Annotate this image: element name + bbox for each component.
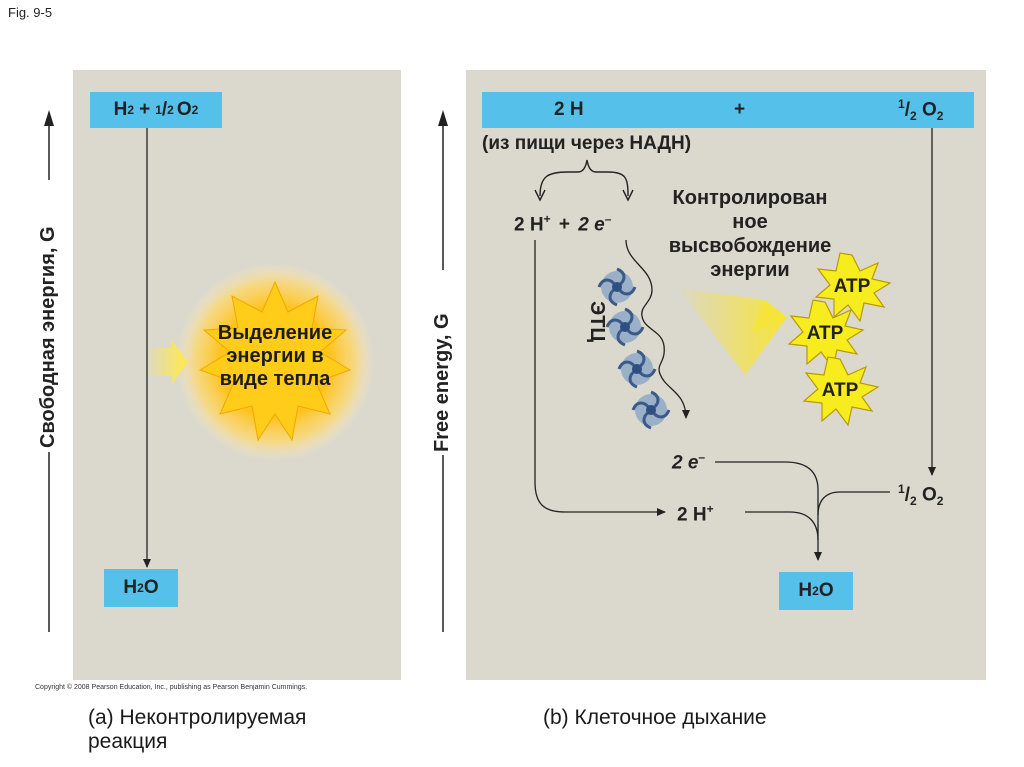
plus-sign: + (139, 99, 150, 121)
fraction-denominator: 2 (910, 494, 917, 508)
controlled-release-label: Контролирован ное высвобождение энергии (640, 186, 860, 282)
heat-label: Выделение энергии в виде тепла (200, 322, 350, 391)
etc-label: ЭТЦ (585, 301, 608, 342)
protons-out: 2 H (677, 504, 707, 525)
split-bracket (535, 160, 633, 200)
etc-complex-icon (599, 269, 669, 428)
top-bar-b: 2 H + 1/2 O2 (482, 92, 974, 128)
split-plus: + (559, 214, 570, 235)
split-e: 2 e (578, 214, 604, 235)
protons-charge: + (707, 502, 714, 516)
release-line: высвобождение (640, 234, 860, 258)
oxygen-subscript: 2 (937, 494, 944, 508)
hydrogen-2h: 2 H (554, 99, 584, 121)
fraction-denominator: 2 (910, 109, 917, 123)
hydrogen-subscript: 2 (127, 103, 134, 117)
heat-label-line: энергии в (200, 345, 350, 368)
convergence-lines (715, 462, 890, 560)
atp-label: ATP (810, 380, 870, 402)
atp-label: ATP (795, 323, 855, 345)
fraction-numerator: 1 (155, 103, 162, 117)
split-e-charge: – (605, 212, 612, 226)
water-h: H (798, 580, 812, 602)
axis-label-b: Free energy, G (431, 313, 454, 452)
split-h: 2 H (514, 214, 544, 235)
atp-label: ATP (822, 276, 882, 298)
oxygen-symbol: O (922, 99, 937, 120)
electrons-out-label: 2 e– (672, 450, 705, 474)
heat-label-line: Выделение (200, 322, 350, 345)
caption-b: (b) Клеточное дыхание (543, 706, 767, 730)
fraction-denominator: 2 (167, 103, 174, 117)
caption-a-line: (a) Неконтролируемая (88, 706, 306, 730)
oxygen-label: 1/2 O2 (898, 482, 943, 508)
plus-sign: + (734, 99, 745, 121)
caption-a: (a) Неконтролируемая реакция (88, 706, 306, 754)
water-o: O (819, 580, 834, 602)
split-label: 2 H+ + 2 e– (514, 212, 611, 236)
axis-label-a: Свободная энергия, G (37, 226, 60, 448)
oxygen-subscript: 2 (937, 109, 944, 123)
copyright-note: Copyright © 2008 Pearson Education, Inc.… (35, 684, 307, 691)
energy-cone-icon (678, 288, 785, 375)
split-h-charge: + (544, 212, 551, 226)
electrons-charge: – (698, 450, 705, 464)
fraction-numerator: 1 (898, 482, 905, 496)
electrons-out: 2 e (672, 452, 698, 473)
oxygen-subscript: 2 (192, 103, 199, 117)
source-note: (из пищи через НАДН) (482, 133, 691, 155)
oxygen-symbol: O (177, 99, 192, 121)
water-h: H (123, 577, 137, 599)
oxygen-symbol: O (922, 484, 937, 505)
water-sub: 2 (812, 584, 819, 598)
water-sub: 2 (137, 581, 144, 595)
water-o: O (144, 577, 159, 599)
caption-a-line: реакция (88, 730, 306, 754)
release-line: Контролирован (640, 186, 860, 210)
fraction-numerator: 1 (898, 97, 905, 111)
protons-out-label: 2 H+ (677, 502, 714, 526)
heat-label-line: виде тепла (200, 368, 350, 391)
release-line: ное (640, 210, 860, 234)
hydrogen-symbol: H (114, 99, 128, 121)
